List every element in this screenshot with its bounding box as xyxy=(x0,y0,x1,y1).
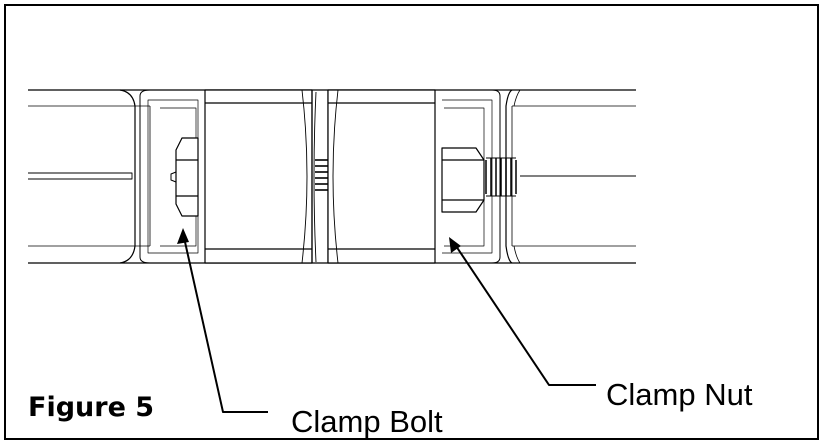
clamp-nut-label: Clamp Nut xyxy=(606,377,753,412)
threaded-stud xyxy=(485,157,517,197)
clamp-nut-leader xyxy=(449,237,596,386)
left-clamp-block xyxy=(204,89,313,264)
figure-caption: Figure 5 xyxy=(28,392,155,423)
clamp-bolt-label: Clamp Bolt xyxy=(291,404,443,439)
right-clamp-block xyxy=(327,89,436,264)
clamp-bolt-head xyxy=(170,137,199,217)
clamp-bolt-leader xyxy=(177,228,268,413)
clamp-nut xyxy=(441,147,485,213)
